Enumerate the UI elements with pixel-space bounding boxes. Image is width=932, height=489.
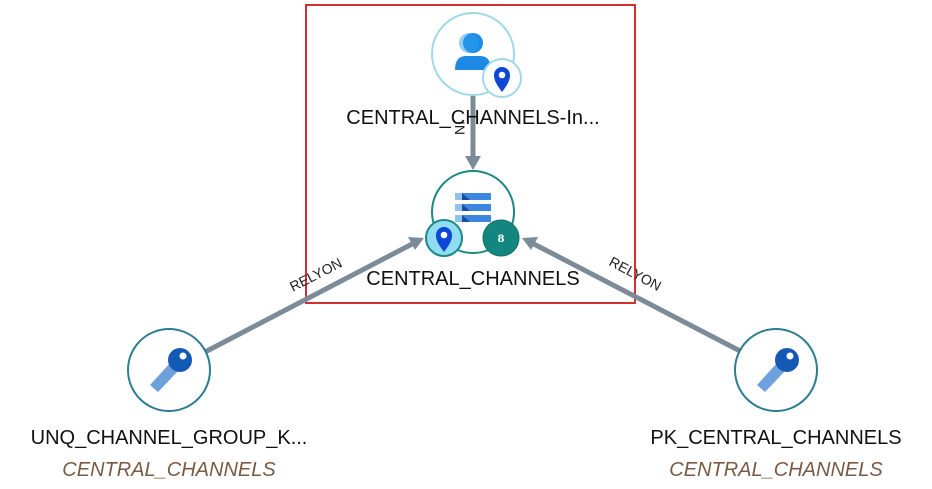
location-pin-icon — [482, 58, 522, 98]
node-table[interactable]: 8 CENTRAL_CHANNELS — [366, 170, 580, 290]
count-badge: 8 — [482, 219, 520, 257]
svg-text:8: 8 — [498, 234, 505, 245]
node-unq-key[interactable]: UNQ_CHANNEL_GROUP_K... CENTRAL_CHANNELS — [31, 328, 308, 481]
edge-unq-to-table[interactable]: RELYON — [203, 237, 424, 355]
edge-label-relyon-left: RELYON — [287, 255, 345, 295]
node-user[interactable]: CENTRAL_CHANNELS-In... — [346, 12, 600, 129]
table-list-icon — [455, 193, 491, 222]
node-sublabel-pk: CENTRAL_CHANNELS — [669, 459, 883, 481]
selection-box — [305, 4, 636, 304]
user-icon — [455, 33, 491, 70]
node-pk-key[interactable]: PK_CENTRAL_CHANNELS CENTRAL_CHANNELS — [650, 328, 902, 481]
node-label-pk: PK_CENTRAL_CHANNELS — [650, 427, 901, 449]
location-pin-icon — [425, 219, 463, 257]
node-label-table: CENTRAL_CHANNELS — [366, 268, 579, 290]
key-icon — [150, 348, 192, 392]
node-sublabel-unq: CENTRAL_CHANNELS — [62, 459, 276, 481]
edge-label-in: IN — [452, 121, 468, 135]
node-label-user: CENTRAL_CHANNELS-In... — [346, 107, 599, 129]
node-label-unq: UNQ_CHANNEL_GROUP_K... — [31, 427, 308, 449]
edge-pk-to-table[interactable]: RELYON — [522, 237, 744, 355]
key-icon — [757, 348, 799, 392]
edge-user-to-table[interactable]: IN — [452, 96, 481, 170]
